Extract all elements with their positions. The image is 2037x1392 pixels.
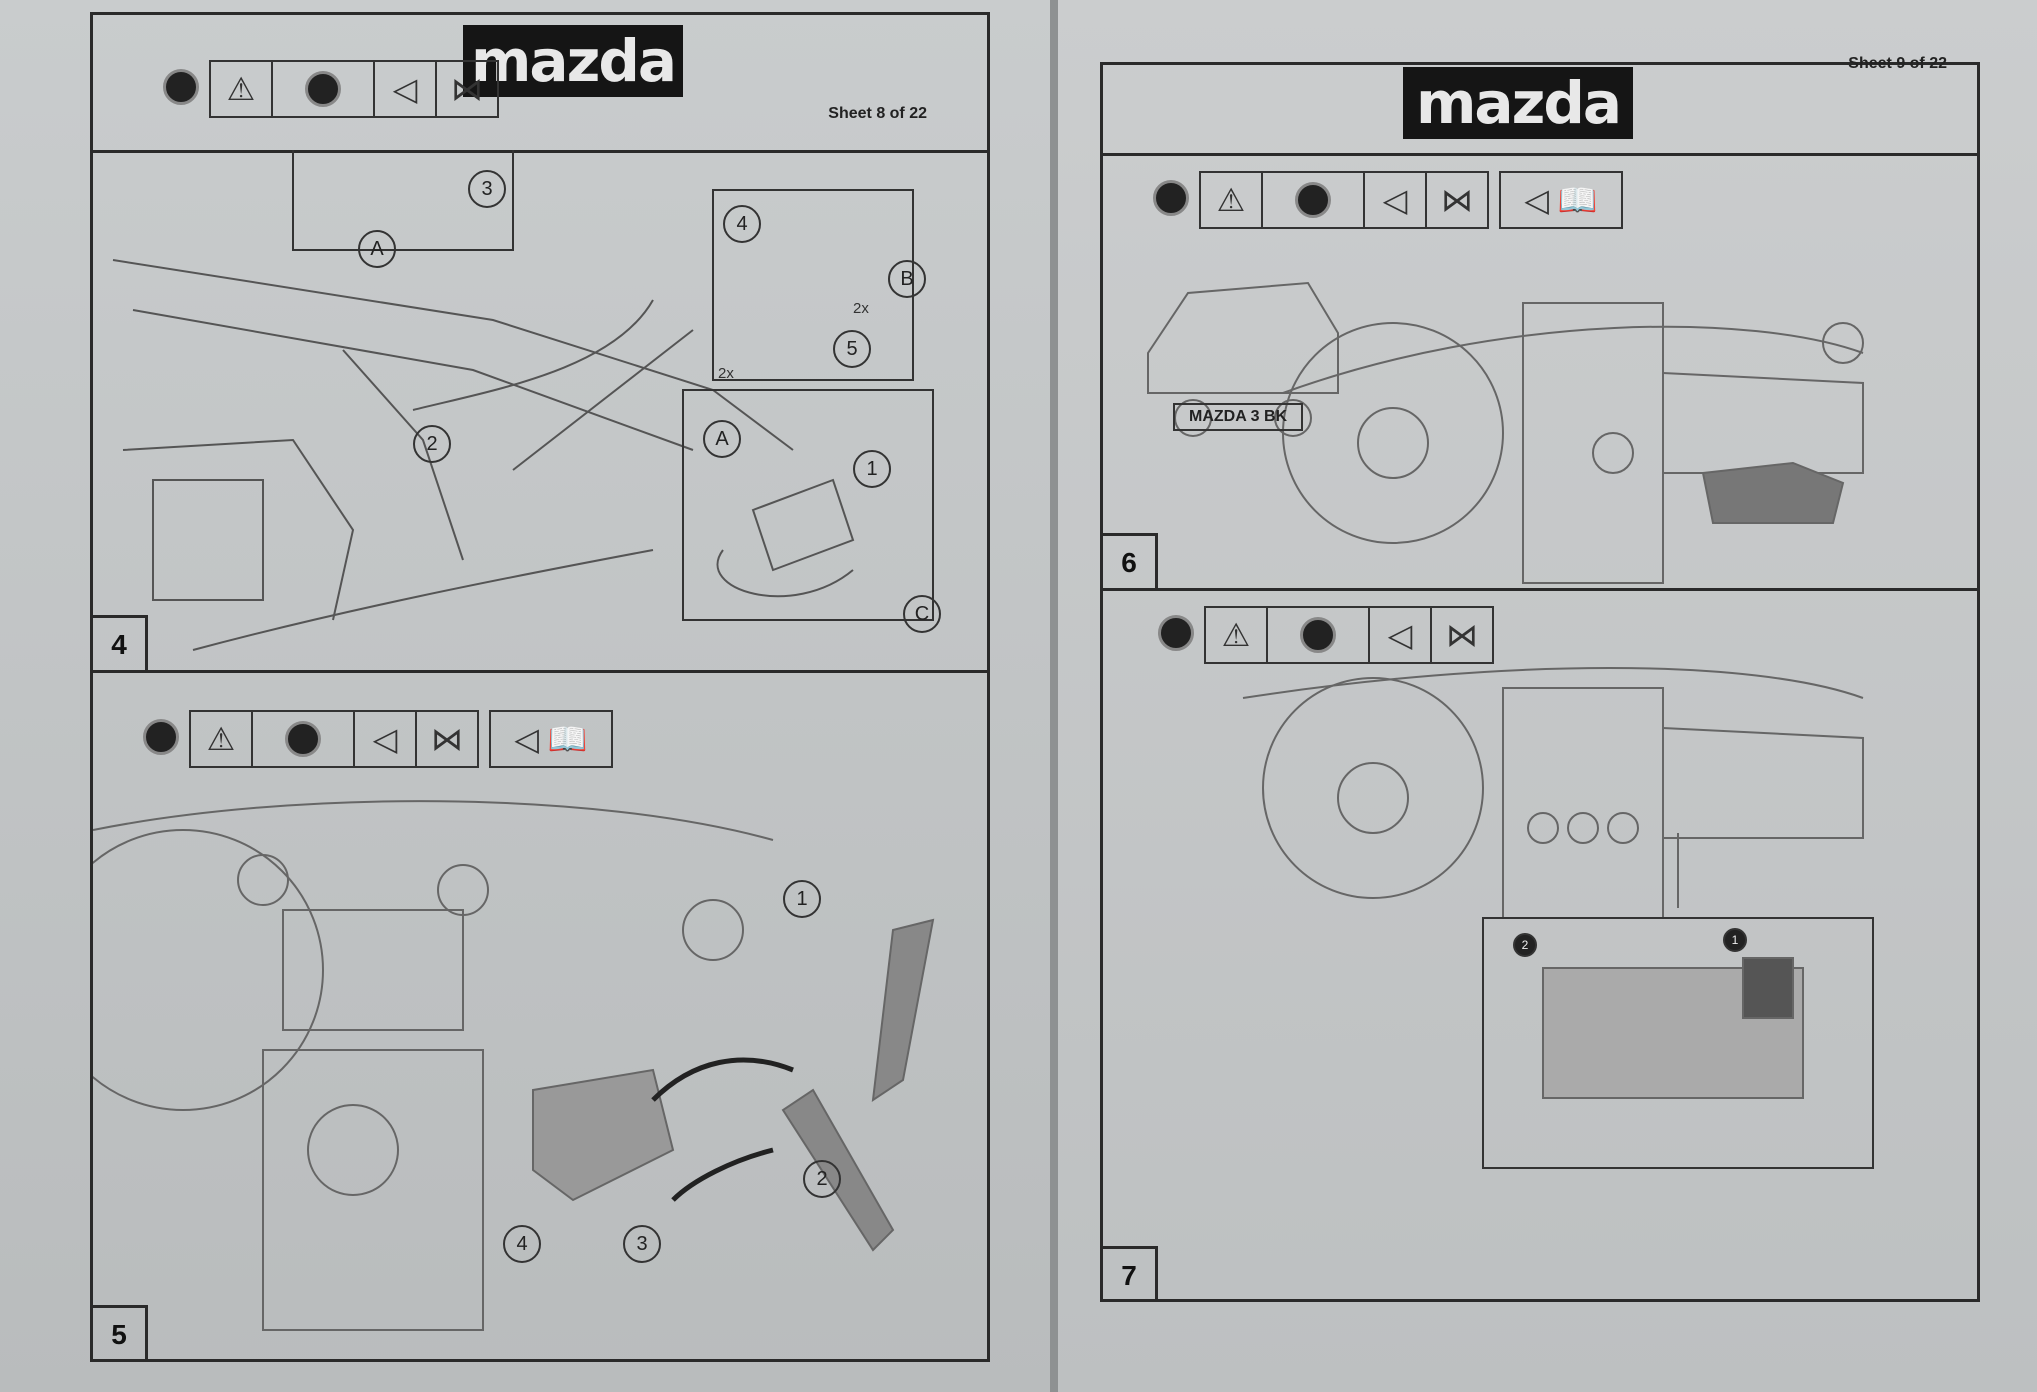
quantity-label: 2x <box>853 300 869 317</box>
car-dashboard-drawing <box>1147 281 1864 584</box>
quantity-label: 2x <box>718 365 734 382</box>
callout-1: 1 <box>783 880 821 918</box>
harness-routing-drawing <box>112 150 934 651</box>
callout-3: 3 <box>623 1225 661 1263</box>
dashboard-drawing <box>93 800 935 1331</box>
mirror-icon: ⋈ <box>435 60 499 118</box>
warning-triangle-icon: ⚠ <box>209 60 273 118</box>
right-sheet: mazda Sheet 9 of 22 ⚠ ◁ ⋈ ◁ 📖 <box>1058 0 2037 1392</box>
mirror-icon: ⋈ <box>1425 171 1489 229</box>
step-6-panel: ⚠ ◁ ⋈ ◁ 📖 MAZDA 3 BK 6 <box>1103 153 1977 591</box>
steering-wheel-icon <box>1141 171 1201 225</box>
left-sheet-frame: mazda Sheet 8 of 22 ⚠ ◁ ⋈ <box>90 12 990 1362</box>
callout-2: 2 <box>803 1160 841 1198</box>
mirror-icon: ⋈ <box>1430 606 1494 664</box>
step-number: 4 <box>93 615 148 670</box>
eye-icon: ◁ <box>1363 171 1427 229</box>
book-icon: ◁ 📖 <box>1499 171 1623 229</box>
right-header: mazda Sheet 9 of 22 <box>1103 55 1977 156</box>
instruction-icons: ⚠ ◁ ⋈ <box>1148 606 1494 664</box>
left-header: mazda Sheet 8 of 22 <box>93 15 987 153</box>
step-7-panel: ⚠ ◁ ⋈ 2 1 7 <box>1103 588 1977 1301</box>
instruction-icons: ⚠ ◁ ⋈ <box>153 60 499 118</box>
callout-2: 2 <box>1513 933 1537 957</box>
callout-5: 5 <box>833 330 871 368</box>
callout-3: 3 <box>468 170 506 208</box>
steering-wheel-icon <box>151 60 211 114</box>
callout-a: A <box>358 230 396 268</box>
mazda-logo: mazda <box>463 25 683 97</box>
step-number: 5 <box>93 1305 148 1360</box>
steering-wheel-icon <box>1266 606 1370 664</box>
instruction-icons: ⚠ ◁ ⋈ ◁ 📖 <box>133 710 613 768</box>
callout-2: 2 <box>413 425 451 463</box>
model-label: MAZDA 3 BK <box>1173 403 1304 431</box>
sheet-number: Sheet 9 of 22 <box>1848 55 1947 72</box>
book-icon: ◁ 📖 <box>489 710 613 768</box>
callout-1: 1 <box>853 450 891 488</box>
sheet-number: Sheet 8 of 22 <box>828 105 927 122</box>
step-number: 6 <box>1103 533 1158 588</box>
callout-1: 1 <box>1723 928 1747 952</box>
callout-4: 4 <box>723 205 761 243</box>
fuse-box-drawing <box>1242 667 1874 1169</box>
step-4-panel: A 3 4 B 2x 5 2x 2 A 1 C 4 <box>93 150 987 673</box>
mirror-icon: ⋈ <box>415 710 479 768</box>
left-sheet: mazda Sheet 8 of 22 ⚠ ◁ ⋈ <box>0 0 1050 1392</box>
instruction-icons: ⚠ ◁ ⋈ ◁ 📖 <box>1143 171 1623 229</box>
mazda-logo: mazda <box>1403 67 1633 139</box>
steering-wheel-icon <box>1146 606 1206 660</box>
callout-c: C <box>903 595 941 633</box>
step-number: 7 <box>1103 1246 1158 1301</box>
steering-wheel-icon <box>131 710 191 764</box>
steering-wheel-icon <box>271 60 375 118</box>
callout-a: A <box>703 420 741 458</box>
right-sheet-frame: mazda Sheet 9 of 22 ⚠ ◁ ⋈ ◁ 📖 <box>1100 55 1980 1302</box>
eye-icon: ◁ <box>373 60 437 118</box>
callout-b: B <box>888 260 926 298</box>
step-5-panel: ⚠ ◁ ⋈ ◁ 📖 1 2 3 4 5 <box>93 670 987 1360</box>
steering-wheel-icon <box>251 710 355 768</box>
callout-4: 4 <box>503 1225 541 1263</box>
